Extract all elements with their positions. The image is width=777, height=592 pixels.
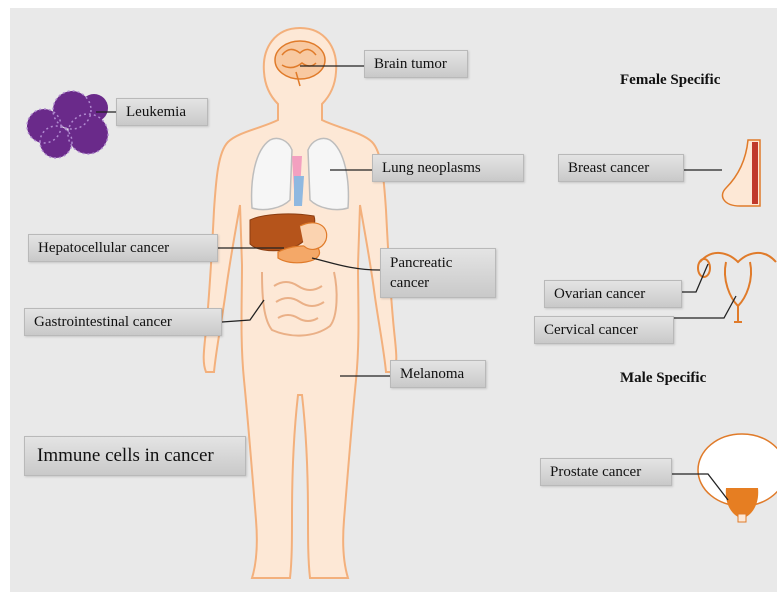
label-gastrointestinal-cancer: Gastrointestinal cancer bbox=[24, 308, 222, 336]
label-prostate-cancer: Prostate cancer bbox=[540, 458, 672, 486]
label-pancreatic-line2: cancer bbox=[390, 273, 486, 293]
label-pancreatic-line1: Pancreatic bbox=[390, 253, 486, 273]
label-ovarian-cancer: Ovarian cancer bbox=[544, 280, 682, 308]
label-gastrointestinal-cancer-text: Gastrointestinal cancer bbox=[34, 314, 172, 330]
label-breast-cancer-text: Breast cancer bbox=[568, 160, 649, 176]
label-lung-neoplasms: Lung neoplasms bbox=[372, 154, 524, 182]
label-prostate-cancer-text: Prostate cancer bbox=[550, 464, 641, 480]
label-leukemia: Leukemia bbox=[116, 98, 208, 126]
human-body-illustration bbox=[204, 28, 397, 578]
label-cervical-cancer-text: Cervical cancer bbox=[544, 322, 638, 338]
leukemia-cells-illustration bbox=[27, 91, 108, 158]
label-immune-cells-in-cancer: Immune cells in cancer bbox=[24, 436, 246, 476]
label-leukemia-text: Leukemia bbox=[126, 104, 186, 120]
label-lung-neoplasms-text: Lung neoplasms bbox=[382, 160, 481, 176]
label-brain-tumor-text: Brain tumor bbox=[374, 56, 447, 72]
prostate-illustration bbox=[698, 434, 777, 522]
label-melanoma-text: Melanoma bbox=[400, 366, 464, 382]
label-cervical-cancer: Cervical cancer bbox=[534, 316, 674, 344]
label-brain-tumor: Brain tumor bbox=[364, 50, 468, 78]
uterus-ovaries-illustration bbox=[698, 253, 776, 322]
label-pancreatic-cancer: Pancreatic cancer bbox=[380, 248, 496, 298]
heading-female-specific: Female Specific bbox=[620, 72, 720, 89]
label-immune-cells-text: Immune cells in cancer bbox=[37, 445, 214, 466]
heading-male-specific: Male Specific bbox=[620, 370, 706, 387]
label-ovarian-cancer-text: Ovarian cancer bbox=[554, 286, 645, 302]
label-breast-cancer: Breast cancer bbox=[558, 154, 684, 182]
label-melanoma: Melanoma bbox=[390, 360, 486, 388]
stomach-illustration bbox=[300, 223, 327, 250]
label-hepatocellular-cancer: Hepatocellular cancer bbox=[28, 234, 218, 262]
breast-illustration bbox=[722, 140, 760, 206]
label-hepatocellular-cancer-text: Hepatocellular cancer bbox=[38, 240, 169, 256]
